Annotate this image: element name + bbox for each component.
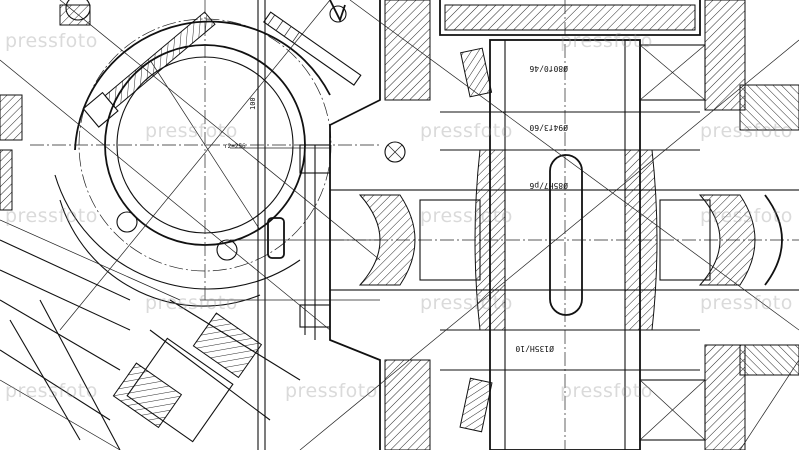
flange-assembly xyxy=(0,0,381,331)
lower-nut-1 xyxy=(112,362,183,429)
lower-block xyxy=(126,337,234,443)
diag-section-1 xyxy=(299,39,799,450)
dim-d135: Ø135H/10 xyxy=(515,344,554,354)
diag-section-2 xyxy=(349,0,799,331)
bolt-upper-right xyxy=(263,11,362,86)
diag-line-4 xyxy=(149,59,261,231)
bolt-upper-left xyxy=(82,11,216,128)
bearing-left-hatch xyxy=(358,194,416,286)
top-cap-hatch xyxy=(444,4,696,31)
housing-hatch-right-upper xyxy=(739,84,799,131)
keyway-slot xyxy=(549,154,583,316)
shaft-section xyxy=(299,0,799,450)
roller-lower-left xyxy=(459,377,493,433)
left-bracket xyxy=(0,94,23,141)
diag-line-3 xyxy=(59,0,331,331)
lower-nut-2 xyxy=(192,312,263,379)
dim-l100: 100 xyxy=(249,97,257,110)
housing-hatch-top-right xyxy=(704,0,746,111)
left-edge-parts xyxy=(0,94,301,450)
bearing-right-hatch xyxy=(698,194,756,286)
housing-arc-lower-2 xyxy=(54,174,301,290)
roller-upper-left xyxy=(460,47,493,98)
housing-hatch-right-lower xyxy=(739,344,799,376)
bearing-right-box xyxy=(659,199,711,281)
bolt-hole-1 xyxy=(116,211,138,233)
center-plate xyxy=(200,0,380,450)
dim-r256: r2=256 xyxy=(224,143,246,150)
bearing-lower-right xyxy=(639,379,706,441)
right-edge-arc xyxy=(764,194,783,286)
cross-shaft xyxy=(329,189,799,291)
housing-left-wall xyxy=(329,0,381,450)
bolt-hole-2 xyxy=(216,239,238,261)
plate-handle xyxy=(267,217,285,259)
top-cap xyxy=(439,0,701,36)
dim-d80: Ø80f0/46 xyxy=(529,64,568,74)
bolt-circle xyxy=(78,18,332,272)
seal-circle xyxy=(384,141,406,163)
stud-head xyxy=(329,5,347,23)
diag-line-1 xyxy=(0,59,331,331)
stud-top xyxy=(329,0,346,23)
bearing-left-box xyxy=(419,199,481,281)
dim-d94: Ø94f3/60 xyxy=(529,123,568,133)
housing-hatch-bottom-right xyxy=(704,344,746,450)
dim-d85: Ø85H7/p6 xyxy=(529,181,568,191)
housing-hatch-bottom-left xyxy=(384,359,431,450)
housing-arc-lower xyxy=(59,199,261,307)
left-bracket-2 xyxy=(0,149,13,211)
diag-line-2 xyxy=(59,0,381,261)
nut-top xyxy=(59,4,91,26)
housing-hatch-top-left xyxy=(384,0,431,101)
bearing-upper-right xyxy=(639,44,706,101)
housing-arc xyxy=(74,20,331,151)
